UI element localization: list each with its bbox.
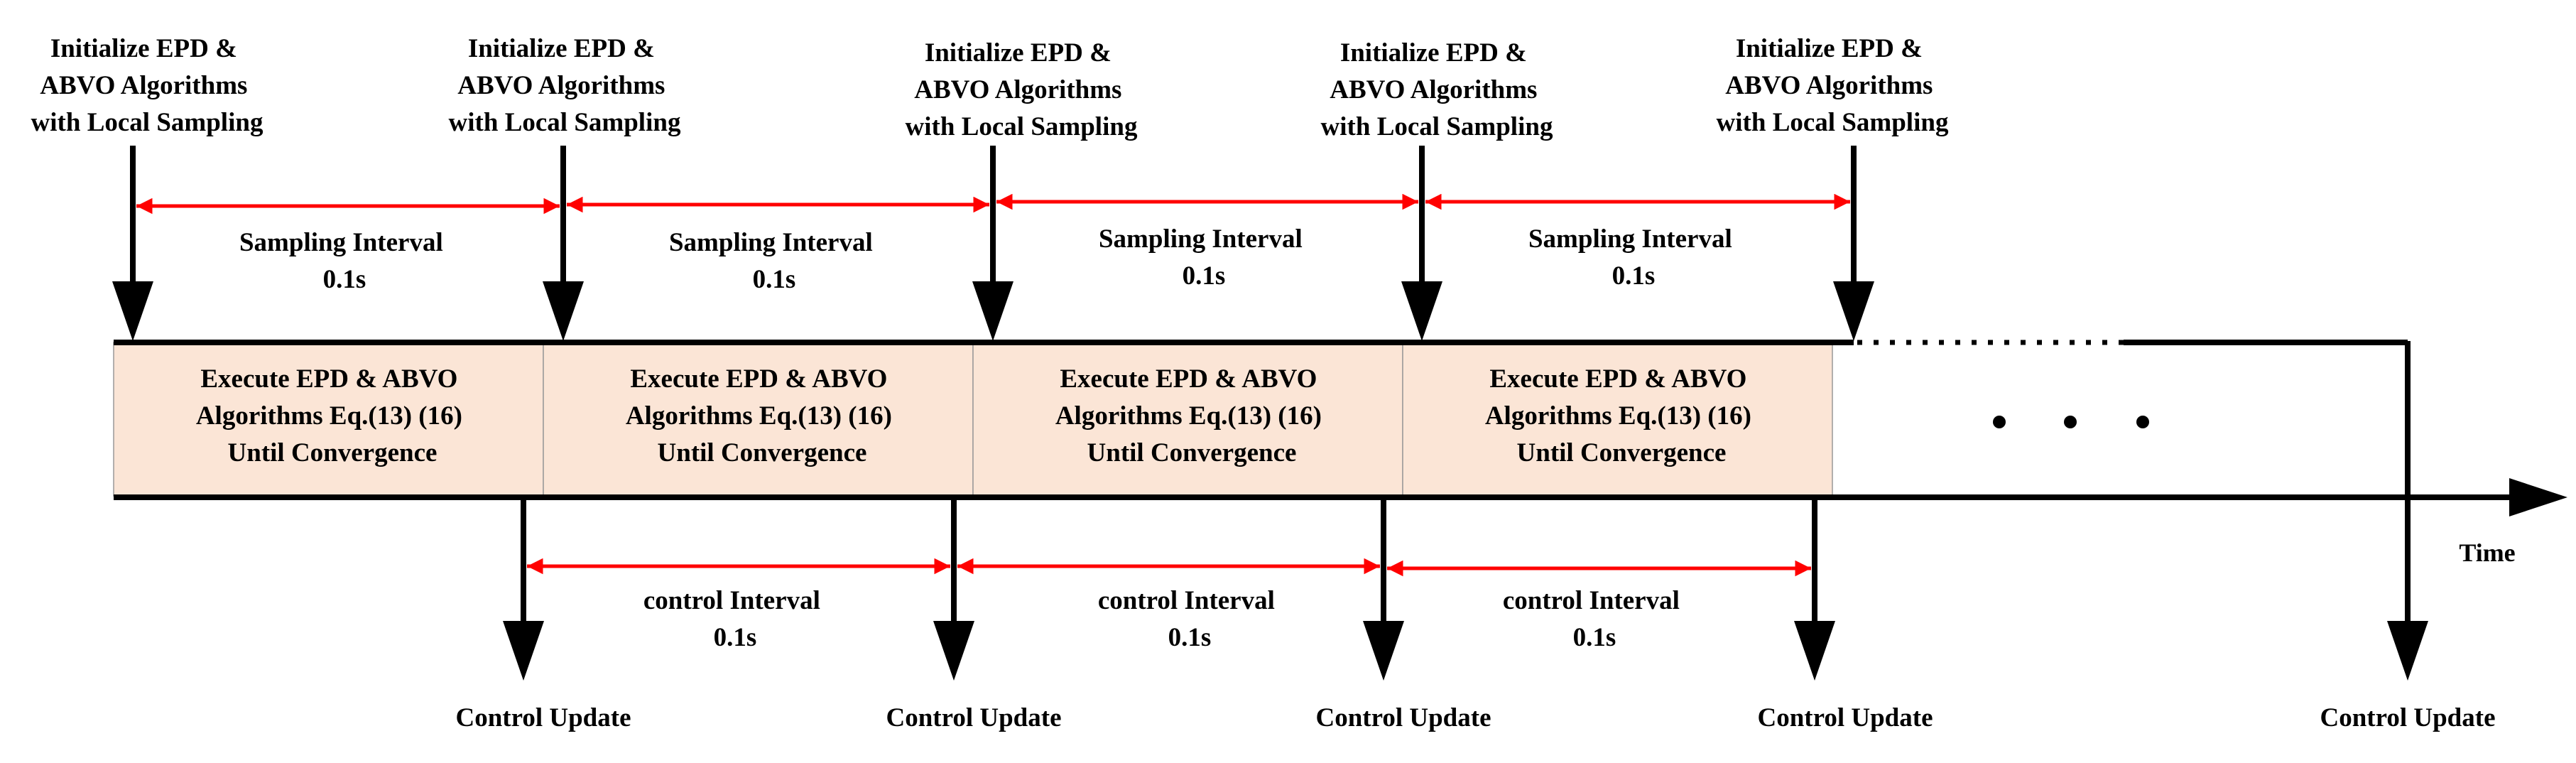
init-label-1: Initialize EPD & ABVO Algorithms with Lo… — [31, 34, 263, 137]
control-interval-label-2: control Interval 0.1s — [1098, 586, 1281, 652]
init-arrow-1-head — [112, 281, 153, 341]
sampling-interval-labels: Sampling Interval 0.1s Sampling Interval… — [239, 224, 1739, 294]
control-arrow-4-head — [1794, 621, 1835, 681]
execute-label-4: Execute EPD & ABVO Algorithms Eq.(13) (1… — [1485, 364, 1758, 467]
control-arrow-1-head — [503, 621, 544, 681]
execute-label-2: Execute EPD & ABVO Algorithms Eq.(13) (1… — [626, 364, 898, 467]
control-update-label-1: Control Update — [455, 703, 631, 732]
control-update-label-4: Control Update — [1757, 703, 1933, 732]
sampling-label-1: Sampling Interval 0.1s — [239, 228, 450, 294]
execute-block-labels: Execute EPD & ABVO Algorithms Eq.(13) (1… — [196, 364, 1758, 467]
time-axis-arrowhead — [2509, 478, 2567, 516]
control-arrow-3-head — [1363, 621, 1404, 681]
init-arrow-2-head — [543, 281, 584, 341]
init-label-5: Initialize EPD & ABVO Algorithms with Lo… — [1717, 34, 1949, 137]
control-interval-arrows — [527, 558, 1811, 577]
init-arrows — [112, 146, 1874, 341]
init-label-2: Initialize EPD & ABVO Algorithms with Lo… — [449, 34, 681, 137]
control-update-label-2: Control Update — [886, 703, 1061, 732]
execute-block-4 — [1402, 342, 1833, 497]
control-update-label-5: Control Update — [2320, 703, 2495, 732]
ellipsis — [1993, 416, 2149, 428]
sampling-label-3: Sampling Interval 0.1s — [1099, 224, 1309, 291]
init-arrow-5-head — [1833, 281, 1874, 341]
init-arrow-3-head — [972, 281, 1013, 341]
ellipsis-dot-2 — [2064, 416, 2077, 428]
ellipsis-dot-3 — [2136, 416, 2149, 428]
control-update-labels: Control Update Control Update Control Up… — [455, 703, 2495, 732]
init-label-4: Initialize EPD & ABVO Algorithms with Lo… — [1321, 38, 1553, 141]
execute-label-3: Execute EPD & ABVO Algorithms Eq.(13) (1… — [1055, 364, 1328, 467]
execute-block-1 — [113, 342, 544, 497]
control-interval-label-3: control Interval 0.1s — [1503, 586, 1686, 652]
sampling-label-4: Sampling Interval 0.1s — [1528, 224, 1739, 291]
control-arrows — [503, 341, 2428, 681]
control-interval-label-1: control Interval 0.1s — [643, 586, 827, 652]
control-interval-labels: control Interval 0.1s control Interval 0… — [643, 586, 1686, 652]
init-label-3: Initialize EPD & ABVO Algorithms with Lo… — [906, 38, 1138, 141]
sampling-label-2: Sampling Interval 0.1s — [669, 228, 879, 294]
execute-block-2 — [543, 342, 974, 497]
control-arrow-5-head — [2387, 621, 2428, 681]
execute-label-1: Execute EPD & ABVO Algorithms Eq.(13) (1… — [196, 364, 469, 467]
control-update-label-3: Control Update — [1315, 703, 1491, 732]
sampling-interval-arrows — [136, 193, 1850, 215]
time-label: Time — [2459, 539, 2515, 567]
init-labels: Initialize EPD & ABVO Algorithms with Lo… — [31, 34, 1949, 141]
init-arrow-4-head — [1401, 281, 1442, 341]
ellipsis-dot-1 — [1993, 416, 2006, 428]
control-arrow-2-head — [933, 621, 974, 681]
